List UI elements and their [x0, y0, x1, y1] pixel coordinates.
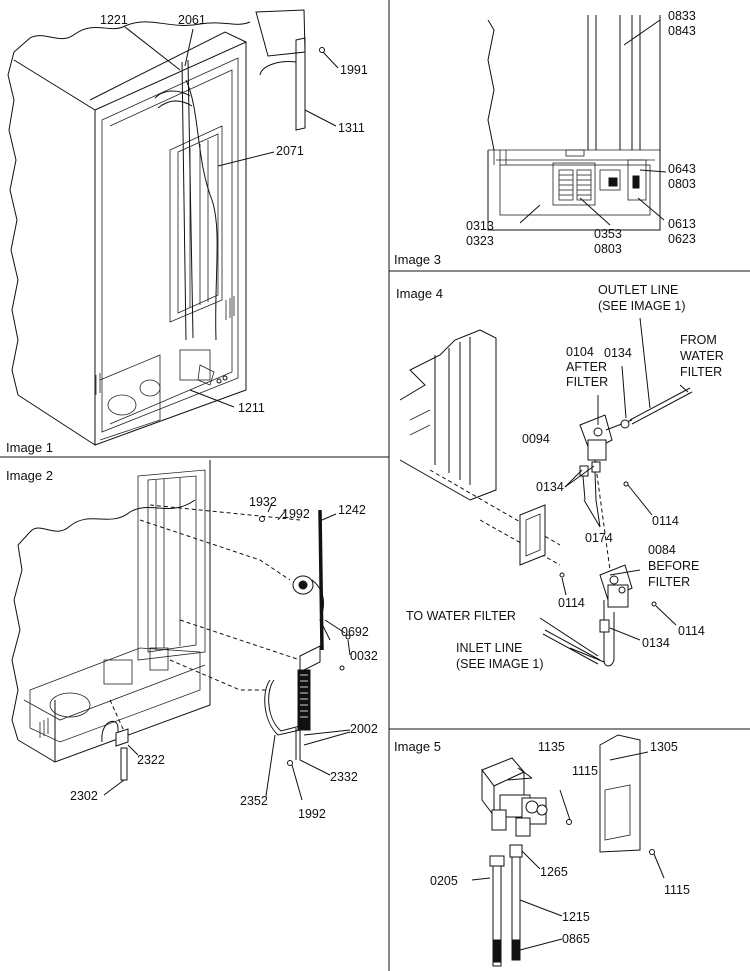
- callout-1215: 1215: [562, 910, 590, 924]
- callout-1135: 1135: [538, 740, 565, 754]
- image3-illustration: [487, 15, 667, 231]
- image5-title: Image 5: [394, 739, 441, 754]
- callout-after: AFTER: [566, 360, 607, 374]
- callout-1311: 1311: [338, 121, 365, 135]
- callout-0134-mid: 0134: [536, 480, 564, 494]
- callout-0643: 0643: [668, 162, 696, 176]
- image1-title: Image 1: [6, 440, 53, 455]
- image2-labels: Image 2 1932 1992 1242 0692 0032 2002 23…: [6, 468, 378, 821]
- callout-0114-lower: 0114: [678, 624, 705, 638]
- note-outlet-line: OUTLET LINE: [598, 283, 678, 297]
- note-water: WATER: [680, 349, 724, 363]
- callout-2002: 2002: [350, 722, 378, 736]
- callout-0623: 0623: [668, 232, 696, 246]
- callout-1221: 1221: [100, 13, 128, 27]
- image1-labels: Image 1 1221 2061 1991 1311 2071 1211: [6, 13, 368, 455]
- callout-after-filter: FILTER: [566, 375, 608, 389]
- callout-0803-right: 0803: [668, 177, 696, 191]
- image4-title: Image 4: [396, 286, 443, 301]
- callout-2071: 2071: [276, 144, 304, 158]
- callout-0323: 0323: [466, 234, 494, 248]
- image5-labels: Image 5 1135 1305 1115 1115 0205 1265 12…: [394, 739, 690, 946]
- callout-1305: 1305: [650, 740, 678, 754]
- callout-0205: 0205: [430, 874, 458, 888]
- callout-0134-lower: 0134: [642, 636, 670, 650]
- callout-0114-right: 0114: [652, 514, 679, 528]
- callout-1115-top: 1115: [572, 764, 598, 778]
- callout-0114-left: 0114: [558, 596, 585, 610]
- callout-0833: 0833: [668, 9, 696, 23]
- note-from: FROM: [680, 333, 717, 347]
- callout-2302: 2302: [70, 789, 98, 803]
- image2-illustration: [11, 460, 351, 801]
- callout-0865: 0865: [562, 932, 590, 946]
- callout-0174: 0174: [585, 531, 613, 545]
- callout-1265: 1265: [540, 865, 568, 879]
- callout-0843: 0843: [668, 24, 696, 38]
- image4-illustration: [399, 317, 693, 667]
- callout-0613: 0613: [668, 217, 696, 231]
- note-inlet-line: INLET LINE: [456, 641, 522, 655]
- callout-2061: 2061: [178, 13, 206, 27]
- callout-2352: 2352: [240, 794, 268, 808]
- image1-illustration: [7, 9, 339, 446]
- callout-1932: 1932: [249, 495, 277, 509]
- callout-0134-upper: 0134: [604, 346, 632, 360]
- callout-2322: 2322: [137, 753, 165, 767]
- callout-0313: 0313: [466, 219, 494, 233]
- image3-labels: Image 3 0833 0843 0643 0803 0313 0323 03…: [394, 9, 696, 267]
- callout-1115-bottom: 1115: [664, 883, 690, 897]
- callout-1242: 1242: [338, 503, 366, 517]
- callout-2332: 2332: [330, 770, 358, 784]
- callout-0353: 0353: [594, 227, 622, 241]
- callout-1992-top: 1992: [282, 507, 310, 521]
- callout-before-filter: FILTER: [648, 575, 690, 589]
- image5-illustration: [471, 734, 665, 967]
- callout-1211: 1211: [238, 401, 265, 415]
- callout-1992-bottom: 1992: [298, 807, 326, 821]
- image4-labels: Image 4 OUTLET LINE (SEE IMAGE 1) FROM W…: [396, 283, 724, 671]
- note-inlet-see-image: (SEE IMAGE 1): [456, 657, 544, 671]
- note-to-water-filter: TO WATER FILTER: [406, 609, 516, 623]
- image2-title: Image 2: [6, 468, 53, 483]
- callout-0104: 0104: [566, 345, 594, 359]
- callout-before: BEFORE: [648, 559, 699, 573]
- callout-0692: 0692: [341, 625, 369, 639]
- note-outlet-see-image: (SEE IMAGE 1): [598, 299, 686, 313]
- callout-0084: 0084: [648, 543, 676, 557]
- image3-title: Image 3: [394, 252, 441, 267]
- callout-0803-bottom: 0803: [594, 242, 622, 256]
- callout-1991: 1991: [340, 63, 368, 77]
- callout-0094: 0094: [522, 432, 550, 446]
- callout-0032: 0032: [350, 649, 378, 663]
- note-filter: FILTER: [680, 365, 722, 379]
